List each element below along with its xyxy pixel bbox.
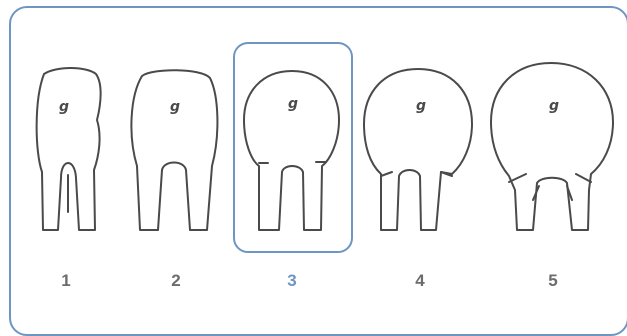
- figure-5[interactable]: g: [491, 63, 613, 230]
- figure-3[interactable]: g: [244, 71, 339, 230]
- figure-4-mark: g: [416, 98, 426, 114]
- figure-1-mark: g: [59, 99, 69, 115]
- figure-2[interactable]: g: [131, 70, 217, 230]
- figure-2-mark: g: [170, 99, 180, 115]
- figure-3-label: 3: [272, 271, 312, 291]
- figure-5-mark: g: [549, 98, 559, 114]
- figure-4[interactable]: g: [364, 69, 472, 230]
- figure-1-label: 1: [46, 271, 86, 291]
- figure-5-label: 5: [533, 271, 573, 291]
- figure-3-mark: g: [288, 96, 298, 112]
- diagram-panel: g g g g g 1 2 3 4 5: [0, 0, 627, 322]
- figure-1[interactable]: g: [37, 68, 101, 230]
- figure-2-label: 2: [156, 271, 196, 291]
- figure-4-label: 4: [400, 271, 440, 291]
